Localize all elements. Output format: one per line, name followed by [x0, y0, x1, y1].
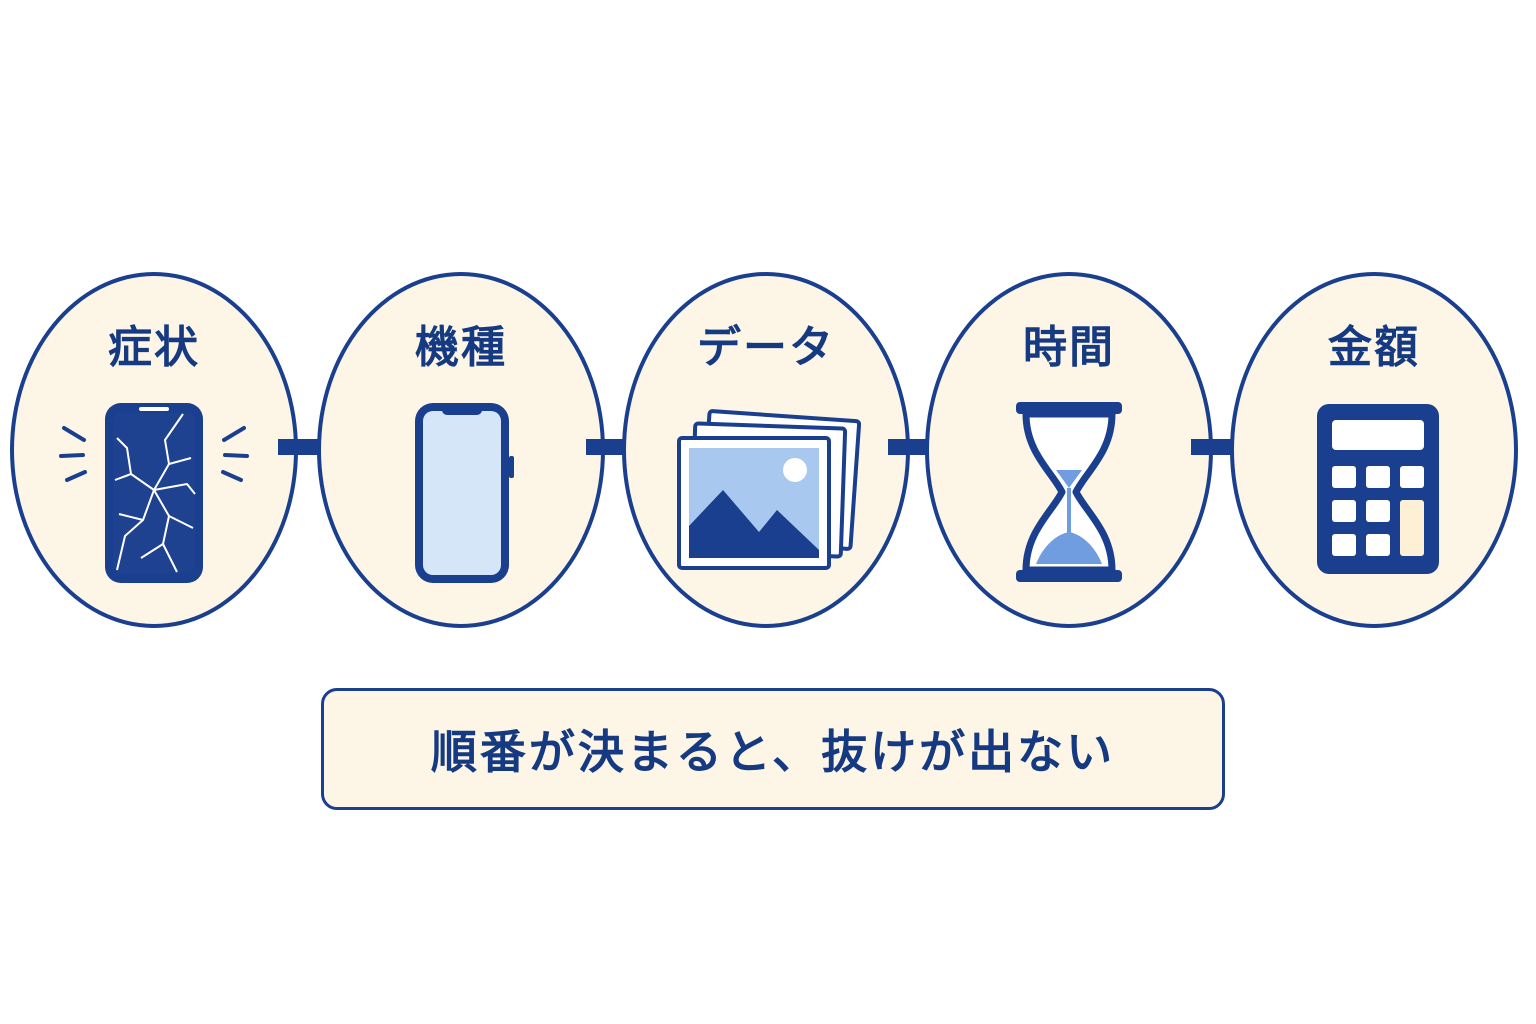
step-amount: 金額: [1230, 272, 1518, 628]
cracked-phone-icon: [59, 398, 249, 588]
caption-text: 順番が決まると、抜けが出ない: [430, 725, 1116, 779]
calculator-icon: [1279, 398, 1469, 588]
smartphone-icon: [366, 398, 556, 588]
step-label-time: 時間: [1023, 322, 1115, 373]
step-data: データ: [622, 272, 910, 628]
step-symptom: 症状: [10, 272, 298, 628]
caption-box: 順番が決まると、抜けが出ない: [321, 688, 1225, 810]
step-label-amount: 金額: [1328, 322, 1420, 373]
step-label-model: 機種: [415, 322, 507, 373]
hourglass-icon: [974, 398, 1164, 588]
photos-icon: [671, 398, 861, 588]
step-time: 時間: [925, 272, 1213, 628]
step-label-data: データ: [697, 322, 835, 373]
step-label-symptom: 症状: [108, 322, 200, 373]
step-model: 機種: [317, 272, 605, 628]
